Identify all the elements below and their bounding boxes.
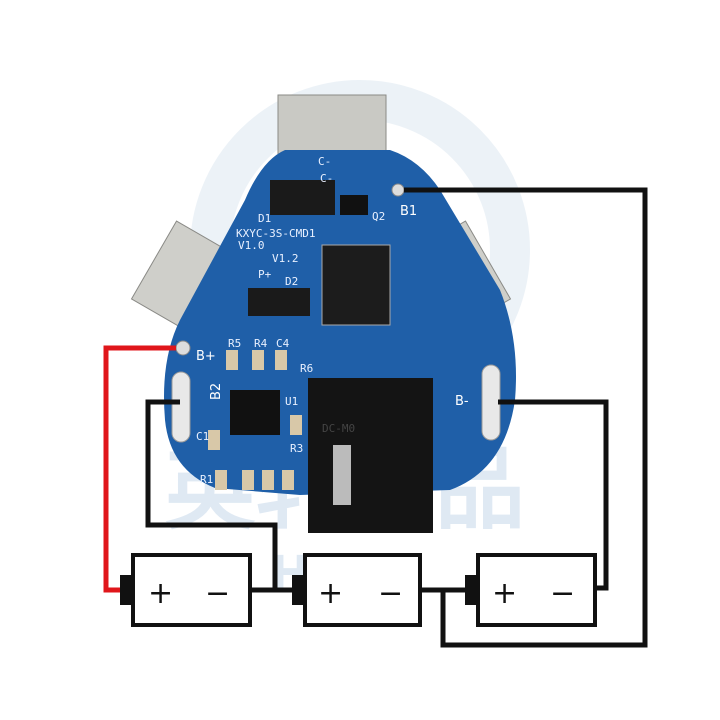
b2-label: B2 [209,383,224,400]
chip-tab [333,445,351,505]
pad-b-plus [175,340,191,356]
resistor [282,470,294,490]
transistor-q2 [340,195,368,215]
r4-label: R4 [254,337,268,350]
c-minus-label: C- [318,155,331,168]
r3-label: R3 [290,442,303,455]
battery-1-plus: + [148,576,173,611]
battery-2: + − [292,553,422,627]
wire-b-plus [103,345,176,593]
wire-b-minus [498,399,609,591]
diode-d2 [248,288,310,316]
resistor [262,470,274,490]
chip-dc-m0 [308,378,433,533]
board-model-label: KXYC-3S-CMD1 [236,227,315,240]
c-minus-label-2: C- [320,172,333,185]
d1-label: D1 [258,212,271,225]
d2-label: D2 [285,275,298,288]
r5-label: R5 [228,337,241,350]
pad-b-minus [481,364,501,441]
pad-b1 [391,183,405,197]
board-version-label: V1.0 [238,239,265,252]
battery-2-minus: − [378,576,403,611]
r6-label: R6 [300,362,313,375]
capacitor-c4 [275,350,287,370]
c1-label: C1 [196,430,209,443]
b1-label: B1 [400,204,417,219]
resistor-r1 [215,470,227,490]
resistor [242,470,254,490]
q2-label: Q2 [372,210,385,223]
battery-3-plus: + [492,576,517,611]
battery-1-minus: − [205,576,230,611]
resistor-r4 [252,350,264,370]
b-plus-label: B+ [196,349,216,364]
battery-3: + − [465,553,597,627]
pad-b2 [171,371,191,443]
battery-1: + − [120,553,252,627]
c4-label: C4 [276,337,290,350]
resistor-r5 [226,350,238,370]
u1-label: U1 [285,395,298,408]
wires [103,187,648,648]
wire-b1 [404,187,648,648]
battery-2-plus: + [318,576,343,611]
battery-3-minus: − [550,576,575,611]
wire-b2 [145,399,298,593]
mosfet [321,244,391,326]
p-plus-label: P+ [258,268,272,281]
chip-u1 [230,390,280,435]
board-version2-label: V1.2 [272,252,299,265]
capacitor-c1 [208,430,220,450]
b-minus-label: B- [455,394,469,409]
diode-d1 [270,180,335,215]
resistor-r3 [290,415,302,435]
chip-label: DC-M0 [322,422,355,435]
r1-label: R1 [200,473,213,486]
